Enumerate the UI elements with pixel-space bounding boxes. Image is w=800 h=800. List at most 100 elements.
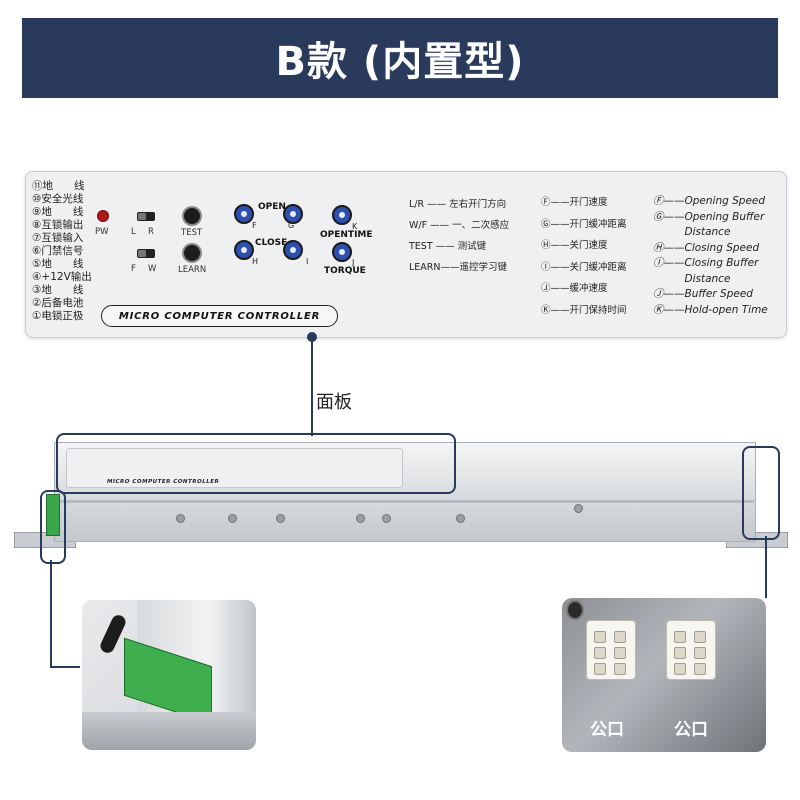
- terminal-label: ③地 线: [32, 284, 84, 296]
- legend-item: Ⓖ——Opening Buffer: [653, 210, 765, 223]
- controller-badge: MICRO COMPUTER CONTROLLER: [101, 305, 338, 327]
- male-plug-right: [666, 620, 716, 680]
- l-label: L: [131, 227, 136, 237]
- plug-pin: [594, 647, 606, 659]
- terminal-label: ⑩安全光线: [32, 193, 84, 205]
- terminal-label: ①电锁正极: [32, 310, 84, 322]
- open-label: OPEN: [258, 202, 286, 212]
- right-port-highlight-frame: [742, 446, 780, 540]
- legend-item: Ⓚ——开门保持时间: [541, 304, 627, 316]
- device-mini-badge: MICRO COMPUTER CONTROLLER: [107, 479, 220, 485]
- test-label: TEST: [181, 228, 203, 238]
- male-plug-left: [586, 620, 636, 680]
- left-callout-line-h: [50, 666, 80, 668]
- legend-item: Ⓗ——关门速度: [541, 240, 608, 251]
- panel-callout-label: 面板: [316, 392, 352, 413]
- housing-screw: [456, 514, 465, 523]
- learn-button[interactable]: [184, 245, 200, 261]
- terminal-label: ②后备电池: [32, 297, 84, 309]
- pot-k-label: K: [352, 222, 358, 231]
- closing-speed-pot[interactable]: [234, 240, 254, 260]
- r-label: R: [148, 227, 154, 237]
- legend-item: TEST —— 测试键: [409, 241, 487, 252]
- housing-screw: [382, 514, 391, 523]
- pot-j-label: J: [352, 258, 355, 267]
- legend-item: W/F —— 一、二次感应: [409, 220, 510, 231]
- fw-switch[interactable]: [137, 249, 155, 258]
- terminal-label: ⑧互锁输出: [32, 219, 84, 231]
- plug-pin: [694, 647, 706, 659]
- banner-title: B款 (内置型): [275, 39, 525, 85]
- hold-open-time-pot[interactable]: [332, 205, 352, 225]
- control-panel: ⑪地 线 ⑩安全光线 ⑨地 线 ⑧互锁输出 ⑦互锁输入 ⑥门禁信号 ⑤地 线 ④…: [25, 171, 787, 338]
- legend-item: Distance: [653, 226, 731, 238]
- switch-knob-icon: [566, 600, 584, 620]
- plug-pin: [594, 631, 606, 643]
- device-rail: [54, 500, 754, 503]
- left-callout-line: [50, 560, 52, 667]
- opening-speed-pot[interactable]: [234, 204, 254, 224]
- pot-legend-cn: Ⓕ——开门速度 Ⓖ——开门缓冲距离 Ⓗ——关门速度 Ⓘ——关门缓冲距离 Ⓙ——缓…: [541, 192, 627, 321]
- switch-legend: L/R —— 左右开门方向 W/F —— 一、二次感应 TEST —— 测试键 …: [409, 194, 509, 278]
- plug-pin: [694, 631, 706, 643]
- plug-pin: [674, 647, 686, 659]
- legend-item: Ⓕ——Opening Speed: [653, 195, 766, 207]
- housing-screw: [176, 514, 185, 523]
- right-port-label: 公口: [674, 720, 708, 740]
- opening-buffer-pot[interactable]: [283, 204, 303, 224]
- legend-item: Ⓘ——关门缓冲距离: [541, 261, 627, 273]
- pot-i-label: I: [306, 257, 309, 266]
- pot-legend-en: Ⓕ——Opening Speed Ⓖ——Opening Buffer Dista…: [653, 194, 768, 318]
- pot-f-label: F: [252, 221, 257, 230]
- panel-callout-line: [311, 336, 313, 436]
- right-callout-line: [765, 536, 767, 598]
- terminal-label: ⑨地 线: [32, 206, 84, 218]
- terminal-block-photo: [82, 600, 256, 750]
- base-plate: [82, 712, 256, 750]
- legend-item: Ⓖ——开门缓冲距离: [541, 218, 627, 230]
- terminal-label: ⑦互锁输入: [32, 232, 84, 244]
- terminal-label: ④+12V输出: [32, 271, 92, 283]
- legend-item: Ⓙ——缓冲速度: [541, 283, 608, 294]
- close-label: CLOSE: [255, 238, 288, 248]
- terminal-label: ⑥门禁信号: [32, 245, 84, 257]
- pot-h-label: H: [252, 257, 259, 266]
- opentime-label: OPENTIME: [320, 230, 373, 240]
- panel-callout-dot: [307, 332, 317, 342]
- terminal-list: ⑪地 线 ⑩安全光线 ⑨地 线 ⑧互锁输出 ⑦互锁输入 ⑥门禁信号 ⑤地 线 ④…: [32, 180, 92, 323]
- plug-pin: [614, 663, 626, 675]
- plug-pin: [674, 631, 686, 643]
- torque-pot[interactable]: [332, 242, 352, 262]
- left-port-label: 公口: [590, 720, 624, 740]
- panel-highlight-frame: [56, 433, 456, 494]
- left-terminal-highlight-frame: [40, 490, 66, 564]
- plug-pin: [674, 663, 686, 675]
- legend-item: Ⓘ——Closing Buffer: [653, 257, 759, 269]
- closing-buffer-pot[interactable]: [283, 240, 303, 260]
- learn-label: LEARN: [178, 265, 207, 275]
- pw-label: PW: [95, 227, 109, 237]
- w-label: W: [148, 264, 157, 274]
- title-banner: B款 (内置型): [22, 18, 778, 98]
- plug-pin: [694, 663, 706, 675]
- pot-g-label: G: [288, 221, 295, 230]
- legend-item: Ⓗ——Closing Speed: [653, 241, 760, 254]
- test-button[interactable]: [184, 208, 200, 224]
- legend-item: Ⓚ——Hold-open Time: [653, 303, 768, 316]
- plug-pin: [594, 663, 606, 675]
- housing-screw: [356, 514, 365, 523]
- legend-item: Ⓙ——Buffer Speed: [653, 288, 753, 300]
- device-panel-miniature: MICRO COMPUTER CONTROLLER: [66, 448, 403, 488]
- torque-label: TORQUE: [324, 266, 366, 276]
- housing-screw: [276, 514, 285, 523]
- power-led: [97, 210, 109, 222]
- legend-item: LEARN——遥控学习键: [409, 262, 508, 273]
- plug-pin: [614, 631, 626, 643]
- housing-screw: [228, 514, 237, 523]
- terminal-label: ⑪地 线: [32, 180, 85, 192]
- lr-switch[interactable]: [137, 212, 155, 221]
- legend-item: Ⓕ——开门速度: [541, 197, 608, 208]
- plug-pin: [614, 647, 626, 659]
- terminal-label: ⑤地 线: [32, 258, 84, 270]
- port-photo: 公口 公口: [562, 598, 766, 752]
